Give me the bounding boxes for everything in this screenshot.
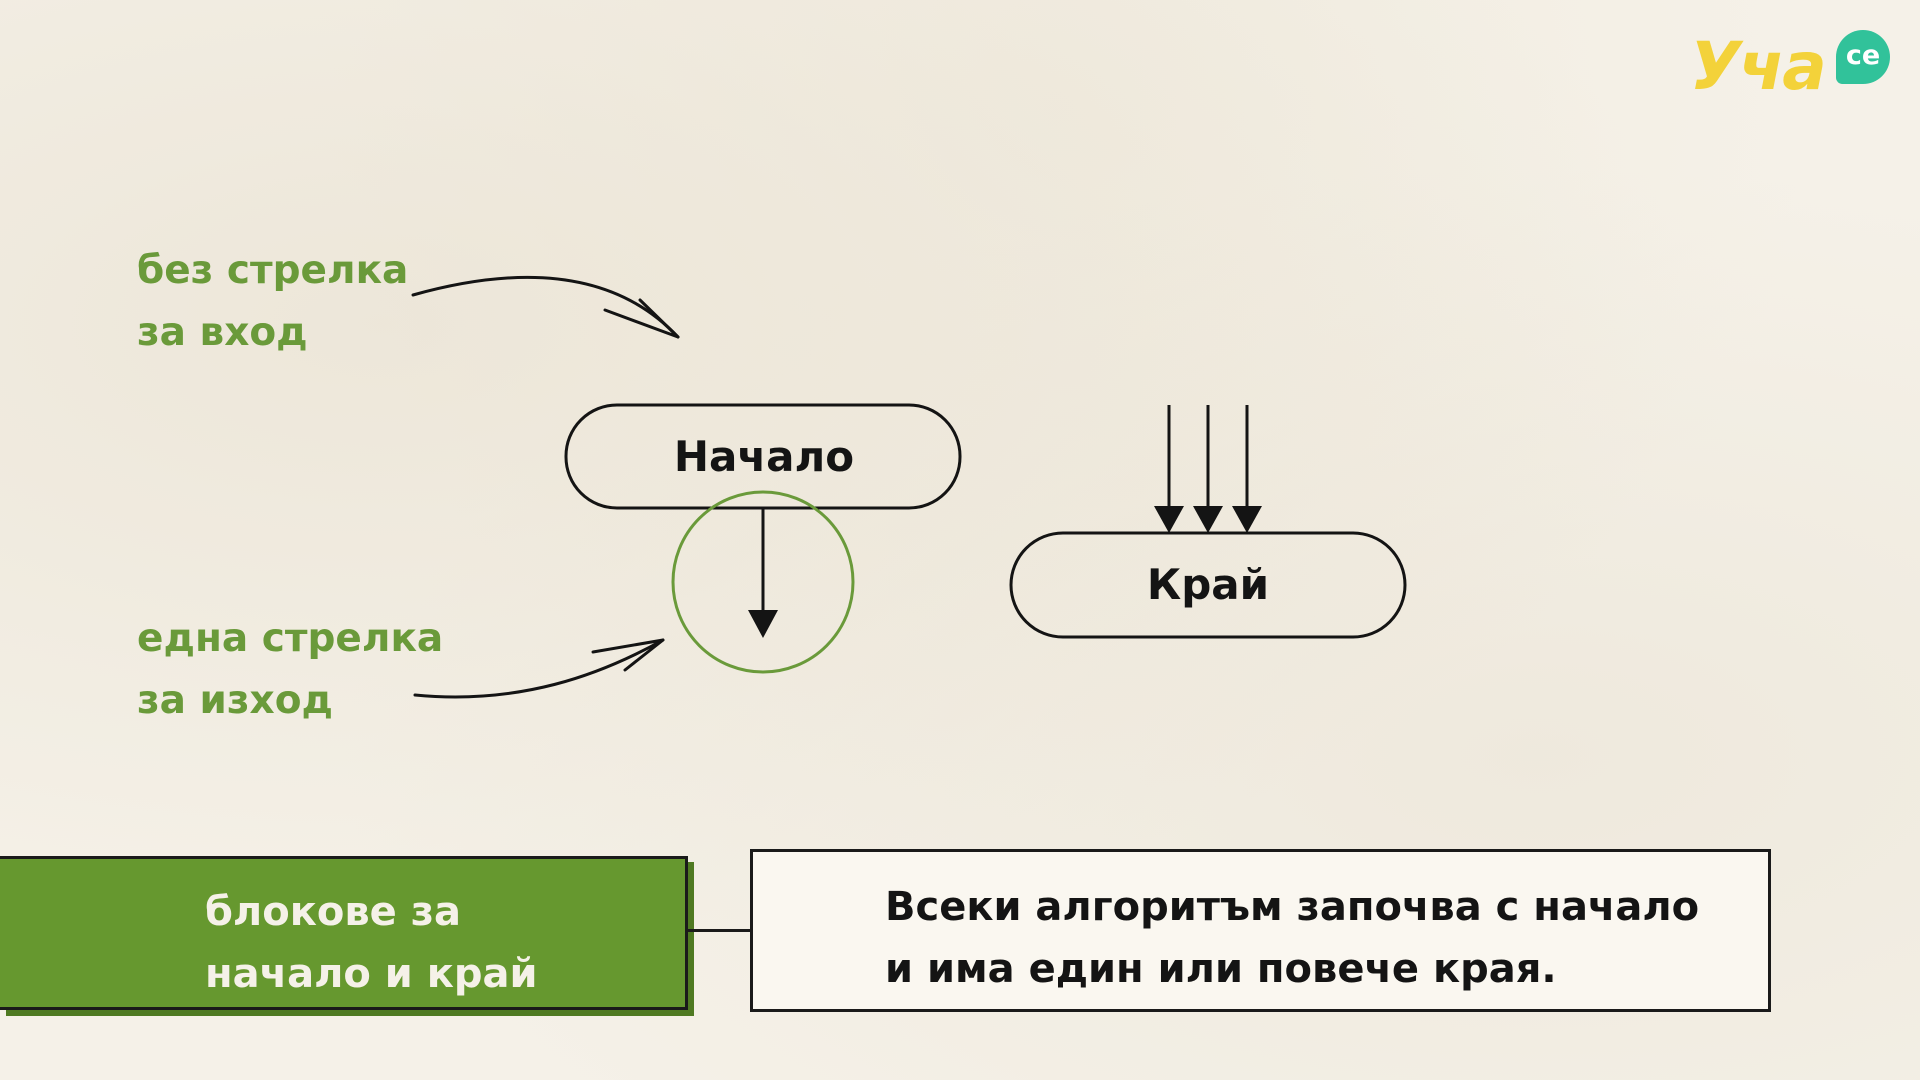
start-output-arrowhead [748, 610, 778, 638]
term-caption-line-1: блокове за [205, 889, 461, 935]
pointer-one-output-head [591, 638, 665, 672]
brand-logo: Уча се [1690, 22, 1895, 112]
definition-line-2: и има един или повече края. [885, 946, 1557, 992]
definition-box: Всеки алгоритъм започва с начало и има е… [750, 849, 1771, 1012]
end-input-arrowhead-2 [1193, 506, 1223, 533]
start-terminal-label: Начало [673, 432, 855, 481]
output-highlight-circle [671, 490, 855, 674]
annotation-one-output: една стрелка за изход [137, 608, 443, 732]
pointer-one-output-curve [413, 638, 665, 699]
annotation-no-input: без стрелка за вход [137, 240, 408, 364]
annotation-no-input-line-1: без стрелка [137, 248, 409, 293]
pointer-no-input-head [603, 298, 680, 339]
definition-line-1: Всеки алгоритъм започва с начало [885, 884, 1700, 930]
pointer-no-input-curve [411, 275, 680, 339]
caption-connector-line [688, 929, 750, 932]
end-input-arrowhead-3 [1232, 506, 1262, 533]
definition-text: Всеки алгоритъм започва с начало и има е… [885, 876, 1699, 1000]
annotation-one-output-line-2: за изход [137, 678, 333, 723]
end-input-arrowhead-1 [1154, 506, 1184, 533]
brand-logo-text: Уча [1690, 28, 1827, 105]
term-caption-text: блокове за начало и край [205, 881, 538, 1005]
brand-logo-badge: се [1836, 30, 1890, 84]
end-terminal-label: Край [1146, 560, 1270, 609]
term-caption-line-2: начало и край [205, 951, 538, 997]
term-caption-block: блокове за начало и край [0, 856, 688, 1010]
annotation-no-input-line-2: за вход [137, 310, 308, 355]
annotation-one-output-line-1: една стрелка [137, 616, 444, 661]
